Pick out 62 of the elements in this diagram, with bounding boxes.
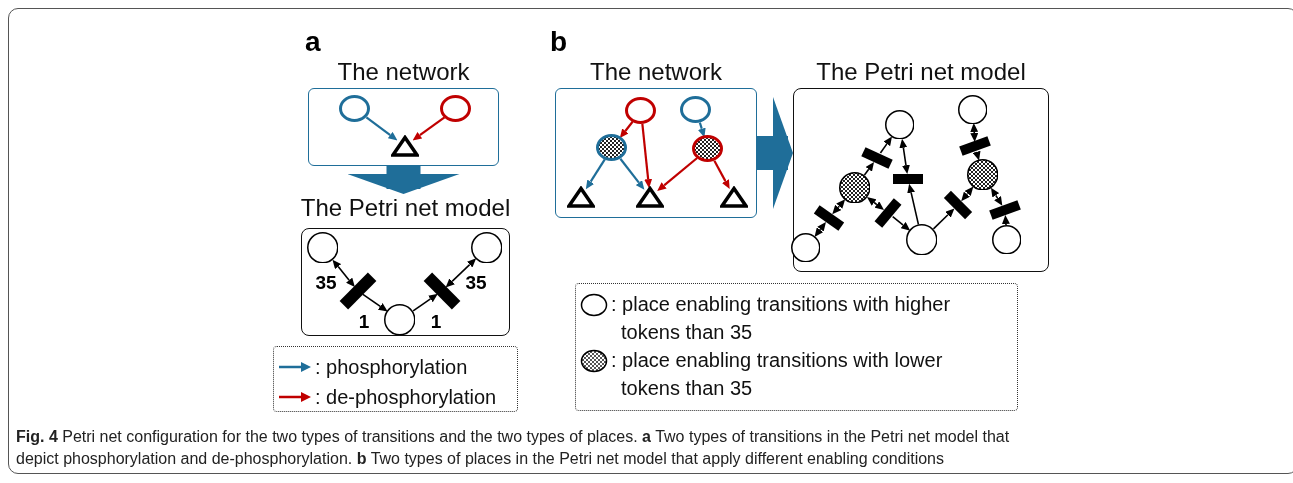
- place-circle: [905, 223, 938, 256]
- block-arrow: [347, 166, 460, 194]
- arrow: [412, 116, 446, 141]
- double-arrow: [832, 199, 846, 215]
- arrow: [1001, 215, 1010, 226]
- arrow: [619, 121, 634, 139]
- legend-text: : de-phosphorylation: [315, 385, 498, 410]
- place-circle: [440, 95, 471, 122]
- place-circle: [625, 97, 656, 124]
- place-circle: [957, 94, 988, 125]
- arrow: [697, 122, 706, 138]
- arrow: [619, 158, 645, 190]
- double-arrow: [445, 258, 477, 288]
- arrow: [412, 293, 438, 312]
- triangle-node: [719, 185, 748, 208]
- hatched-place-circle: [838, 171, 871, 204]
- triangle-node: [566, 185, 595, 208]
- arrow: [362, 293, 388, 312]
- triangle-node: [635, 185, 664, 208]
- place-circle: [991, 224, 1022, 255]
- figure-caption: Fig. 4 Petri net configuration for the two types of transitions and the two types of places. a Two types of transitions in the Petri net model that depict phosphorylation and de-phosphorylation. b Two types of places in the Petri net model that apply different enabling conditions: [16, 427, 1011, 469]
- arrow: [863, 162, 875, 176]
- hatched-place-circle: [692, 135, 723, 162]
- panel-heading: The network: [589, 58, 723, 86]
- place-circle: [884, 109, 915, 140]
- double-arrow: [866, 197, 884, 210]
- block-arrow: [757, 97, 793, 209]
- transition-bar: [892, 173, 923, 184]
- transition-bar: [988, 199, 1021, 220]
- place-circle: [339, 95, 370, 122]
- arrow: [972, 150, 981, 161]
- hatched-place-circle: [966, 158, 999, 191]
- arrow: [641, 123, 653, 189]
- place-circle: [383, 303, 416, 336]
- arrow: [365, 116, 398, 141]
- panel-letter: a: [305, 27, 321, 57]
- triangle-node: [390, 134, 419, 157]
- arrow: [891, 215, 911, 231]
- panel-heading: The Petri net model: [300, 194, 511, 222]
- hatched-place-circle: [596, 134, 627, 161]
- arrow: [907, 183, 920, 226]
- arrow: [657, 157, 698, 192]
- double-arrow: [899, 138, 910, 175]
- panel-heading: The Petri net model: [816, 58, 1026, 86]
- legend-text: : place enabling transitions with higher tokens than 35: [611, 292, 952, 345]
- panel-heading: The network: [337, 58, 470, 86]
- place-circle: [790, 232, 821, 263]
- arrow: [713, 160, 730, 190]
- legend-text: : phosphorylation: [315, 355, 469, 380]
- place-circle: [306, 231, 339, 264]
- legend-text: : place enabling transitions with lower tokens than 35: [611, 348, 944, 401]
- double-arrow: [961, 186, 974, 202]
- panel-letter: b: [550, 27, 568, 57]
- arrow: [585, 158, 606, 190]
- arrow: [932, 208, 955, 230]
- arrow: [879, 136, 892, 154]
- place-circle: [680, 96, 711, 123]
- double-arrow: [991, 187, 1003, 206]
- double-arrow: [970, 123, 979, 142]
- place-circle: [470, 231, 503, 264]
- double-arrow: [814, 221, 826, 237]
- double-arrow: [332, 259, 355, 288]
